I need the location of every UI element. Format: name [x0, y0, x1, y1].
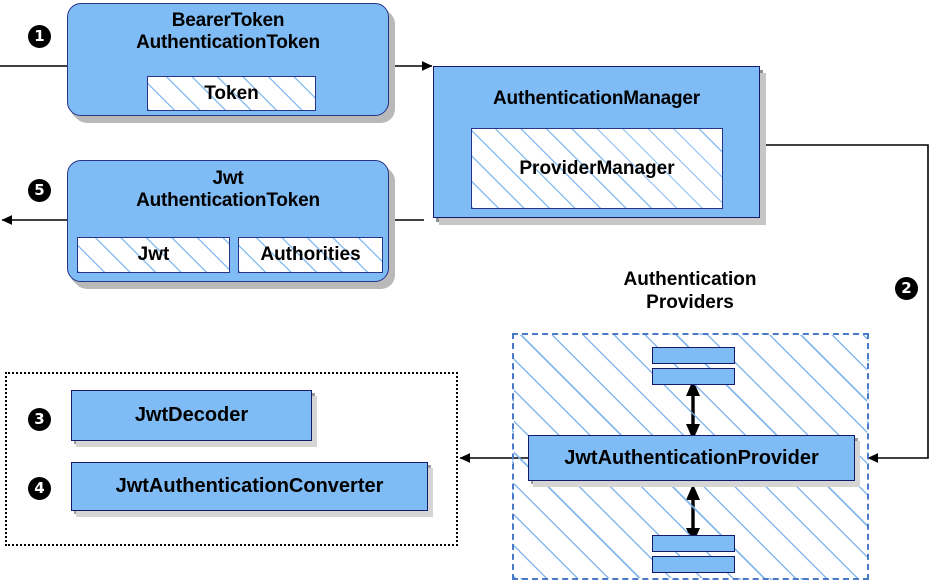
- jwt-support-group: [5, 372, 458, 546]
- authorities-inner-box[interactable]: Authorities: [238, 237, 383, 273]
- jwt-authentication-provider-label: JwtAuthenticationProvider: [564, 446, 819, 469]
- authentication-manager-title: AuthenticationManager: [493, 88, 700, 109]
- token-label: Token: [204, 82, 259, 104]
- bearer-token-card-title: BearerToken AuthenticationToken: [68, 10, 388, 54]
- jwt-label: Jwt: [137, 244, 170, 265]
- authorities-label: Authorities: [260, 244, 361, 265]
- jwt-decoder-label: JwtDecoder: [134, 404, 249, 426]
- jwt-inner-box[interactable]: Jwt: [77, 237, 230, 273]
- provider-manager-label: ProviderManager: [519, 157, 675, 179]
- provider-placeholder-bar-top-2: [652, 368, 735, 385]
- jwt-decoder-bar[interactable]: JwtDecoder: [71, 390, 312, 441]
- bearer-token-title-line-1: BearerToken: [171, 10, 285, 31]
- provider-placeholder-bar-top-1: [652, 347, 735, 364]
- step-badge-1: 1: [28, 25, 51, 48]
- jwt-token-title-line-2: AuthenticationToken: [136, 190, 320, 211]
- step-badge-4: 4: [28, 477, 51, 500]
- jwt-token-title-line-1: Jwt: [212, 168, 244, 189]
- authentication-providers-label-line-2: Providers: [646, 292, 734, 313]
- step-badge-3: 3: [28, 408, 51, 431]
- bearer-token-authentication-token-card[interactable]: BearerToken AuthenticationToken Token: [67, 3, 389, 116]
- step-badge-2: 2: [895, 277, 918, 300]
- step-badge-2-number: 2: [901, 279, 912, 297]
- bearer-token-title-line-2: AuthenticationToken: [136, 32, 320, 53]
- step-badge-4-number: 4: [34, 479, 45, 497]
- step-badge-3-number: 3: [34, 410, 45, 428]
- provider-placeholder-bar-bottom-1: [652, 535, 735, 552]
- authentication-providers-group-label: Authentication Providers: [512, 268, 868, 314]
- provider-placeholder-bar-bottom-2: [652, 556, 735, 573]
- provider-manager-inner-box[interactable]: ProviderManager: [471, 128, 723, 209]
- authentication-manager-card[interactable]: AuthenticationManager ProviderManager: [433, 66, 760, 218]
- step-badge-1-number: 1: [34, 27, 45, 45]
- jwt-token-card-title: Jwt AuthenticationToken: [68, 168, 388, 212]
- step-badge-5-number: 5: [34, 181, 45, 199]
- authentication-providers-label-line-1: Authentication: [623, 269, 757, 290]
- jwt-authentication-provider-bar[interactable]: JwtAuthenticationProvider: [528, 435, 855, 481]
- step-badge-5: 5: [28, 179, 51, 202]
- jwt-authentication-token-card[interactable]: Jwt AuthenticationToken Jwt Authorities: [67, 160, 389, 282]
- token-inner-box[interactable]: Token: [147, 76, 316, 111]
- jwt-authentication-converter-bar[interactable]: JwtAuthenticationConverter: [71, 462, 428, 511]
- jwt-authentication-converter-label: JwtAuthenticationConverter: [115, 475, 384, 497]
